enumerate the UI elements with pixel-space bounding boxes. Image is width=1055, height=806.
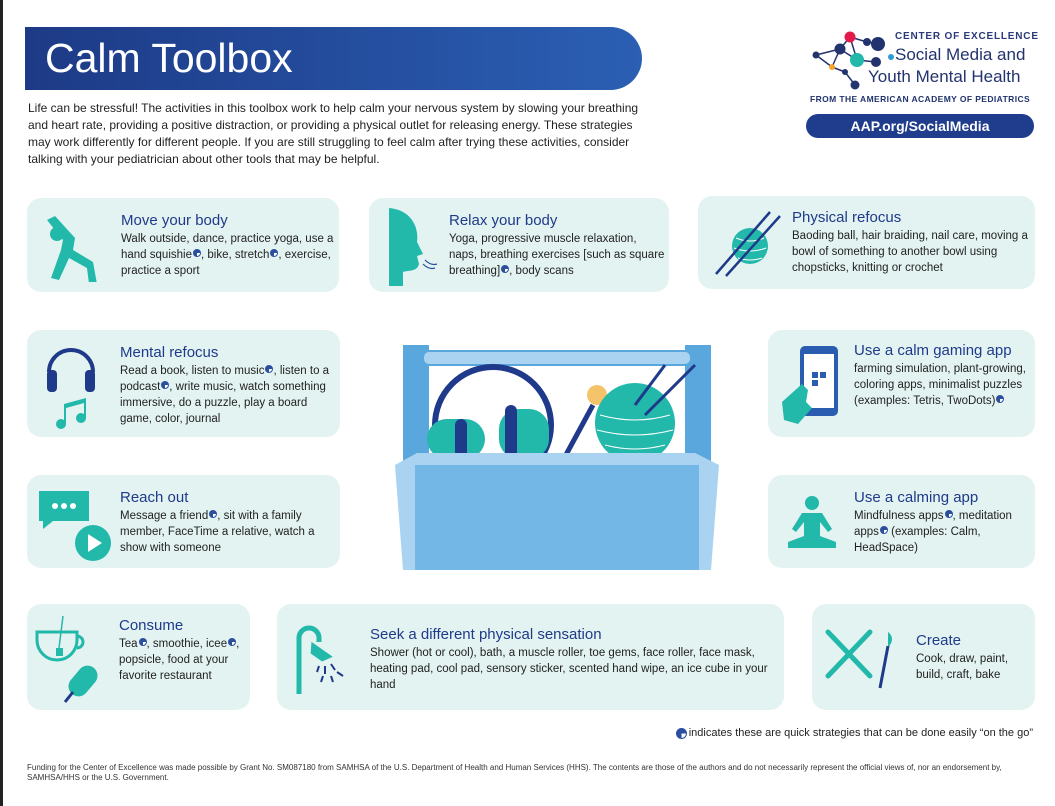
desc-segment: (examples: Calm, HeadSpace)	[854, 526, 981, 554]
card-title: Relax your body	[449, 212, 558, 229]
on-the-go-icon	[501, 265, 510, 273]
desc-segment: Cook, draw, paint, build, craft, bake	[916, 653, 1009, 681]
desc-segment: , write music, watch something immersive…	[120, 381, 326, 425]
logo-from: FROM THE AMERICAN ACADEMY OF PEDIATRICS	[810, 94, 1031, 104]
on-the-go-icon	[270, 249, 279, 257]
on-the-go-icon	[879, 526, 888, 534]
title-banner: Calm Toolbox	[25, 27, 642, 90]
on-the-go-icon	[161, 381, 170, 389]
card-gaming: Use a calm gaming app farming simulation,…	[768, 330, 1035, 437]
meditation-icon	[788, 496, 836, 548]
on-the-go-icon	[996, 395, 1005, 403]
card-desc: Tea , smoothie, icee, popsicle, food at y…	[119, 636, 248, 684]
headphones-music-icon	[47, 348, 95, 429]
funding-disclaimer: Funding for the Center of Excellence was…	[27, 763, 1002, 782]
toolbox-illustration	[395, 345, 719, 570]
network-logo-icon	[812, 31, 894, 90]
desc-segment: Tea	[119, 638, 138, 650]
page-title: Calm Toolbox	[45, 35, 293, 81]
card-title: Create	[916, 632, 962, 649]
on-the-go-legend: indicates these are quick strategies tha…	[675, 726, 1033, 740]
on-the-go-icon	[138, 638, 147, 646]
desc-segment: , body scans	[509, 265, 574, 277]
desc-segment: , bike, stretch	[200, 249, 270, 261]
shower-icon	[296, 625, 344, 694]
on-the-go-icon	[265, 365, 274, 373]
card-title: Use a calming app	[854, 489, 979, 506]
desc-segment: farming simulation, plant-growing, color…	[854, 363, 1026, 407]
desc-segment: , listen to a podcast	[120, 365, 330, 393]
desc-segment: , smoothie, icee	[146, 638, 228, 650]
on-the-go-icon	[675, 727, 687, 739]
face-breathing-icon	[389, 208, 438, 286]
desc-segment: , popsicle, food at your favorite restau…	[119, 638, 240, 682]
desc-segment: , meditation apps	[854, 510, 1012, 538]
desc-segment: Walk outside, dance, practice yoga, use …	[121, 233, 334, 261]
card-desc: Shower (hot or cool), bath, a muscle rol…	[370, 645, 770, 693]
desc-segment: , exercise, practice a sport	[121, 249, 331, 277]
desc-segment: Baoding ball, hair braiding, nail care, …	[792, 230, 1028, 274]
desc-segment: Shower (hot or cool), bath, a muscle rol…	[370, 647, 768, 691]
card-desc: Message a friend, sit with a family memb…	[120, 508, 338, 556]
page-edge	[0, 0, 3, 806]
logo-line2: Youth Mental Health	[868, 67, 1021, 86]
card-title: Move your body	[121, 212, 228, 229]
card-title: Physical refocus	[792, 209, 902, 226]
card-title: Reach out	[120, 489, 189, 506]
website-link[interactable]: AAP.org/SocialMedia	[806, 114, 1034, 138]
on-the-go-icon	[192, 249, 201, 257]
card-desc: Baoding ball, hair braiding, nail care, …	[792, 228, 1032, 276]
card-title: Consume	[119, 617, 184, 634]
logo-line1: Social Media and	[895, 45, 1026, 64]
legend-text: indicates these are quick strategies tha…	[688, 727, 1033, 739]
card-desc: Cook, draw, paint, build, craft, bake	[916, 651, 1033, 683]
tea-popsicle-icon	[35, 615, 98, 703]
card-desc: farming simulation, plant-growing, color…	[854, 361, 1033, 409]
phone-tap-icon	[782, 346, 838, 424]
rolling-pin-brush-icon	[825, 629, 892, 689]
logo-center-text: CENTER OF EXCELLENCE	[895, 31, 1039, 42]
intro-text: Life can be stressful! The activities in…	[28, 101, 639, 166]
on-the-go-icon	[209, 510, 218, 518]
desc-segment: Message a friend	[120, 510, 209, 522]
chat-video-icon	[39, 491, 111, 561]
desc-segment: Yoga, progressive muscle relaxation, nap…	[449, 233, 665, 277]
card-title: Mental refocus	[120, 344, 219, 361]
yarn-ball-icon	[715, 211, 781, 277]
card-desc: Mindfulness apps, meditation apps (examp…	[854, 508, 1033, 556]
card-title: Use a calm gaming app	[854, 342, 1012, 359]
yoga-stretch-icon	[47, 216, 97, 282]
card-desc: Walk outside, dance, practice yoga, use …	[121, 231, 335, 279]
desc-segment: Read a book, listen to music	[120, 365, 265, 377]
on-the-go-icon	[228, 638, 237, 646]
on-the-go-icon	[944, 510, 953, 518]
desc-segment: , sit with a family member, FaceTime a r…	[120, 510, 315, 554]
desc-segment: Mindfulness apps	[854, 510, 944, 522]
logo: CENTER OF EXCELLENCE Social Media and Yo…	[806, 27, 1045, 142]
card-desc: Read a book, listen to music, listen to …	[120, 363, 338, 427]
card-title: Seek a different physical sensation	[370, 626, 602, 643]
card-desc: Yoga, progressive muscle relaxation, nap…	[449, 231, 667, 279]
